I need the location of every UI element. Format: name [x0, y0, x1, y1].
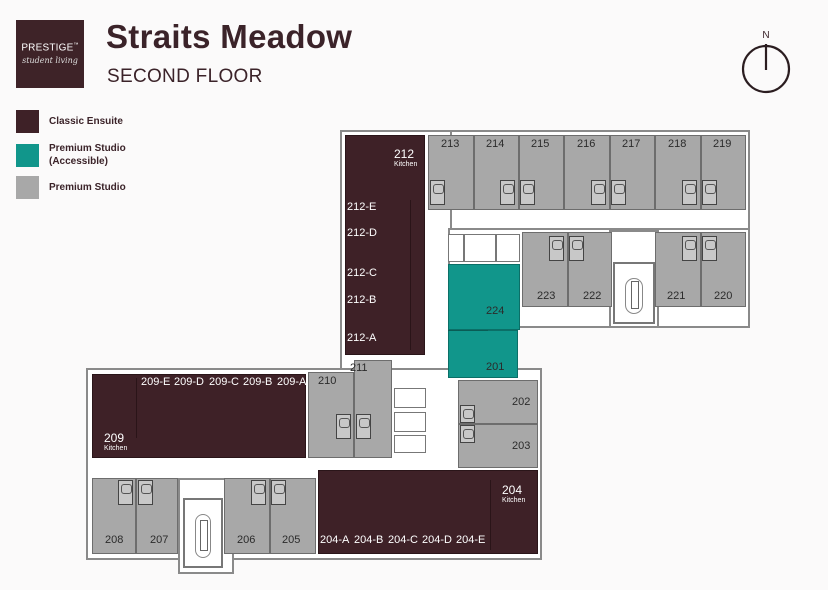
- lift: [394, 388, 426, 408]
- room-209b-label[interactable]: 209-B: [243, 376, 273, 388]
- room-224[interactable]: [448, 264, 520, 330]
- room-217-label: 217: [622, 138, 641, 150]
- room-212c-label[interactable]: 212-C: [347, 267, 377, 279]
- room-205-label: 205: [282, 534, 301, 546]
- logo-tm: ™: [73, 42, 79, 49]
- room-204-label: 204 Kitchen: [502, 483, 526, 504]
- bathroom-pod-icon: [682, 180, 697, 205]
- room-204d-label[interactable]: 204-D: [422, 534, 452, 546]
- legend-label-line2: (Accessible): [49, 156, 108, 167]
- room-213-label: 213: [441, 138, 460, 150]
- legend-item-premium-accessible: Premium Studio (Accessible): [16, 142, 126, 168]
- bathroom-pod-icon: [336, 414, 351, 439]
- north-arrow-icon: [741, 44, 791, 94]
- bathroom-pod-icon: [271, 480, 286, 505]
- divider: [410, 200, 411, 350]
- room-207-label: 207: [150, 534, 169, 546]
- utility-room: [496, 234, 520, 262]
- room-204b-label[interactable]: 204-B: [354, 534, 384, 546]
- room-209-cluster[interactable]: [92, 374, 306, 458]
- room-212d-label[interactable]: 212-D: [347, 227, 377, 239]
- room-222-label: 222: [583, 290, 602, 302]
- divider: [448, 330, 488, 331]
- bathroom-pod-icon: [460, 405, 475, 423]
- room-209a-label[interactable]: 209-A: [277, 376, 307, 388]
- bathroom-pod-icon: [356, 414, 371, 439]
- room-214-label: 214: [486, 138, 505, 150]
- room-219[interactable]: [701, 135, 746, 210]
- room-208-label: 208: [105, 534, 124, 546]
- divider: [490, 480, 491, 550]
- room-211-label: 211: [350, 362, 368, 374]
- bathroom-pod-icon: [549, 236, 564, 261]
- room-212-cluster[interactable]: [345, 135, 425, 355]
- bathroom-pod-icon: [520, 180, 535, 205]
- bathroom-pod-icon: [611, 180, 626, 205]
- room-204a-label[interactable]: 204-A: [320, 534, 350, 546]
- legend-swatch-classic: [16, 110, 39, 133]
- room-212a-label[interactable]: 212-A: [347, 332, 377, 344]
- room-219-label: 219: [713, 138, 732, 150]
- room-212e-label[interactable]: 212-E: [347, 201, 377, 213]
- room-215[interactable]: [519, 135, 564, 210]
- room-220-label: 220: [714, 290, 733, 302]
- room-209-label: 209 Kitchen: [104, 431, 128, 452]
- utility-room: [464, 234, 496, 262]
- bathroom-pod-icon: [118, 480, 133, 505]
- bathroom-pod-icon: [460, 425, 475, 443]
- room-203-label: 203: [512, 440, 531, 452]
- bathroom-pod-icon: [430, 180, 445, 205]
- room-204e-label[interactable]: 204-E: [456, 534, 486, 546]
- room-218-label: 218: [668, 138, 687, 150]
- room-216-label: 216: [577, 138, 596, 150]
- room-209d-label[interactable]: 209-D: [174, 376, 204, 388]
- page-title: Straits Meadow: [106, 18, 353, 55]
- room-215-label: 215: [531, 138, 550, 150]
- bathroom-pod-icon: [500, 180, 515, 205]
- legend-swatch-studio: [16, 176, 39, 199]
- bathroom-pod-icon: [251, 480, 266, 505]
- room-202-label: 202: [512, 396, 531, 408]
- room-209e-label[interactable]: 209-E: [141, 376, 171, 388]
- room-212-label: 212 Kitchen: [394, 147, 418, 168]
- legend-item-premium-studio: Premium Studio: [16, 176, 126, 199]
- room-212b-label[interactable]: 212-B: [347, 294, 377, 306]
- bathroom-pod-icon: [138, 480, 153, 505]
- legend-label: Classic Ensuite: [49, 116, 123, 127]
- room-204-cluster[interactable]: [318, 470, 538, 554]
- legend-label: Premium Studio: [49, 143, 126, 154]
- room-204c-label[interactable]: 204-C: [388, 534, 418, 546]
- room-221-label: 221: [667, 290, 686, 302]
- bathroom-pod-icon: [702, 180, 717, 205]
- bathroom-pod-icon: [569, 236, 584, 261]
- compass: N: [740, 30, 792, 94]
- room-210-label: 210: [318, 375, 337, 387]
- utility-room: [448, 234, 464, 262]
- room-223-label: 223: [537, 290, 556, 302]
- bathroom-pod-icon: [682, 236, 697, 261]
- legend-label: Premium Studio: [49, 182, 126, 193]
- bathroom-pod-icon: [702, 236, 717, 261]
- compass-north-label: N: [762, 30, 770, 41]
- divider: [136, 378, 137, 438]
- riser: [394, 435, 426, 453]
- legend-item-classic-ensuite: Classic Ensuite: [16, 110, 123, 133]
- room-211[interactable]: [354, 360, 392, 458]
- stairwell-south: [183, 498, 223, 568]
- room-201-label: 201: [486, 361, 505, 373]
- lift: [394, 412, 426, 432]
- logo-subtitle: student living: [22, 55, 78, 65]
- stairwell-east: [613, 262, 655, 324]
- legend-swatch-accessible: [16, 143, 39, 167]
- room-209c-label[interactable]: 209-C: [209, 376, 239, 388]
- bathroom-pod-icon: [591, 180, 606, 205]
- room-224-label: 224: [486, 305, 505, 317]
- logo-brand: PRESTIGE: [21, 42, 74, 54]
- room-201[interactable]: [448, 330, 518, 378]
- room-206-label: 206: [237, 534, 256, 546]
- prestige-logo: PRESTIGE™ student living: [16, 20, 84, 88]
- floor-subtitle: SECOND FLOOR: [107, 66, 263, 87]
